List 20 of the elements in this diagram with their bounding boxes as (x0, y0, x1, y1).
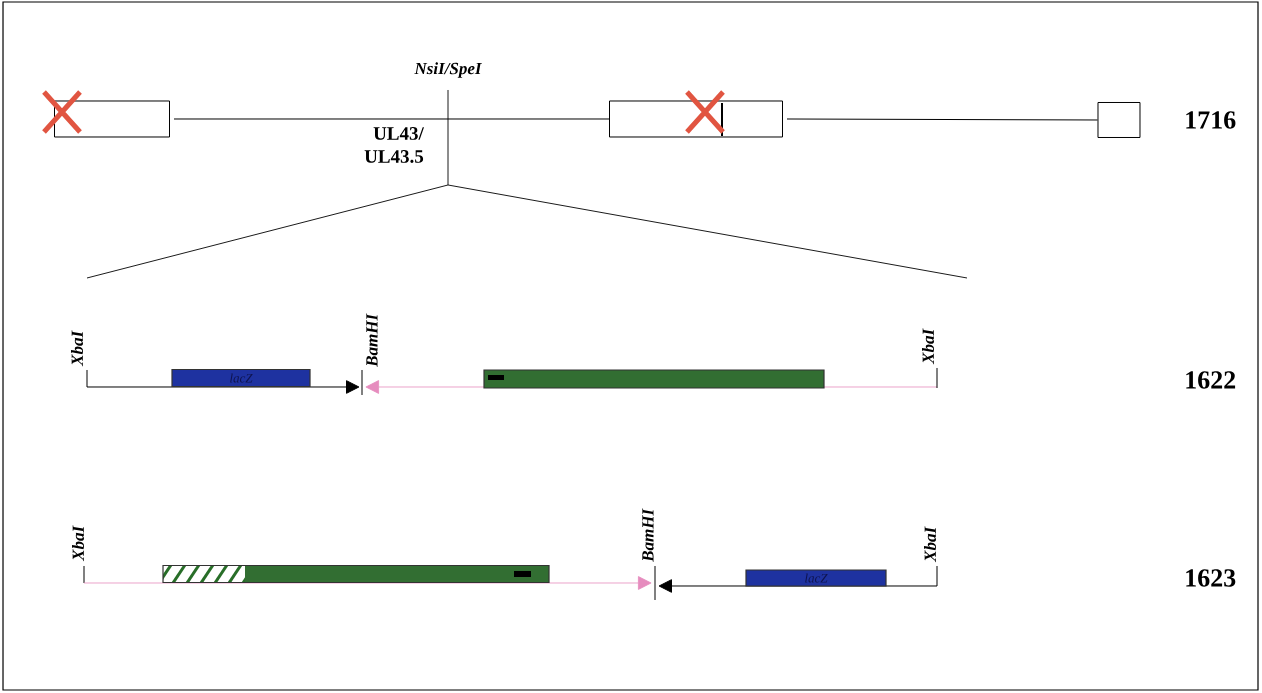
exon-box (609, 100, 783, 138)
site-label: XbaI (924, 526, 936, 563)
site-label: BamHI (366, 313, 378, 367)
strain-label: 1623 (1186, 569, 1236, 587)
lacz-gene-bar: lacZ (171, 368, 311, 388)
site-label: NsiI/SpeI (414, 62, 483, 78)
strain-label: 1716 (1186, 111, 1236, 129)
intron-line (173, 118, 610, 120)
intron-line (786, 118, 1098, 121)
strain-label: 1622 (1186, 371, 1236, 389)
lacz-gene-bar: lacZ (745, 569, 887, 587)
site-label: BamHI (642, 508, 654, 562)
site-label: XbaI (72, 525, 84, 562)
gene-bar (483, 369, 825, 389)
site-label: XbaI (71, 330, 83, 367)
exon-box (1097, 102, 1141, 138)
chimeric-gene-bar (162, 564, 550, 584)
gene-label: UL43/ UL43.5 (364, 127, 424, 163)
exon-box (54, 100, 170, 138)
site-label: XbaI (922, 328, 934, 365)
